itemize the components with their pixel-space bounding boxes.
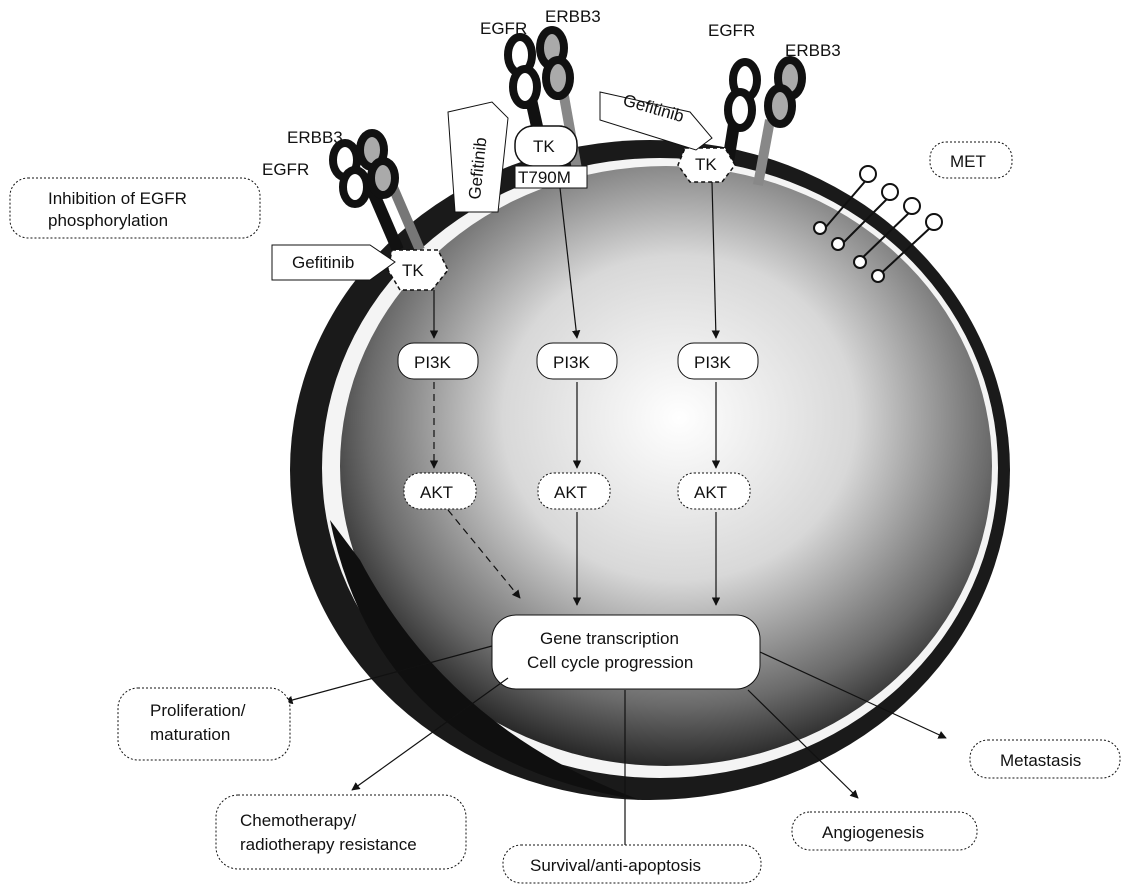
pi3k-mid-label: PI3K: [553, 353, 591, 372]
outcome-survival: Survival/anti-apoptosis: [503, 845, 761, 883]
mid-t790m-label: T790M: [518, 168, 571, 187]
gene-transcription-line2: Cell cycle progression: [527, 653, 693, 672]
mid-egfr-receptor: [508, 37, 540, 140]
pi3k-right-label: PI3K: [694, 353, 732, 372]
proliferation-line1: Proliferation/: [150, 701, 246, 720]
pi3k-left-label: PI3K: [414, 353, 452, 372]
akt-row: AKT AKT AKT: [404, 473, 750, 509]
akt-mid-label: AKT: [554, 483, 587, 502]
right-tk-label: TK: [695, 155, 717, 174]
mid-egfr-label: EGFR: [480, 19, 527, 38]
right-receptor-pair: EGFR ERBB3 TK: [678, 21, 841, 185]
inhibition-callout: Inhibition of EGFR phosphorylation: [10, 178, 260, 238]
right-egfr-label: EGFR: [708, 21, 755, 40]
chemo-line2: radiotherapy resistance: [240, 835, 417, 854]
survival-label: Survival/anti-apoptosis: [530, 856, 701, 875]
outcome-proliferation: Proliferation/ maturation: [118, 688, 290, 760]
left-egfr-label: EGFR: [262, 160, 309, 179]
chemo-line1: Chemotherapy/: [240, 811, 357, 830]
mid-tk-label: TK: [533, 137, 555, 156]
outcome-chemo-resistance: Chemotherapy/ radiotherapy resistance: [216, 795, 466, 869]
pi3k-row: PI3K PI3K PI3K: [398, 343, 758, 379]
outcome-angiogenesis: Angiogenesis: [792, 812, 977, 850]
inhibition-line2: phosphorylation: [48, 211, 168, 230]
gene-transcription-line1: Gene transcription: [540, 629, 679, 648]
left-erbb3-label: ERBB3: [287, 128, 343, 147]
outcome-metastasis: Metastasis: [970, 740, 1120, 778]
met-label: MET: [950, 152, 986, 171]
left-gefitinib-label: Gefitinib: [292, 253, 354, 272]
left-gefitinib-tag: Gefitinib: [272, 245, 395, 280]
right-egfr-receptor: [728, 62, 757, 162]
proliferation-line2: maturation: [150, 725, 230, 744]
akt-right-label: AKT: [694, 483, 727, 502]
left-tk-label: TK: [402, 261, 424, 280]
gene-transcription-box: Gene transcription Cell cycle progressio…: [492, 615, 760, 689]
angiogenesis-label: Angiogenesis: [822, 823, 924, 842]
right-erbb3-label: ERBB3: [785, 41, 841, 60]
inhibition-line1: Inhibition of EGFR: [48, 189, 187, 208]
metastasis-label: Metastasis: [1000, 751, 1081, 770]
mid-gefitinib-tag: Gefitinib: [448, 102, 508, 212]
akt-left-label: AKT: [420, 483, 453, 502]
mid-erbb3-label: ERBB3: [545, 7, 601, 26]
